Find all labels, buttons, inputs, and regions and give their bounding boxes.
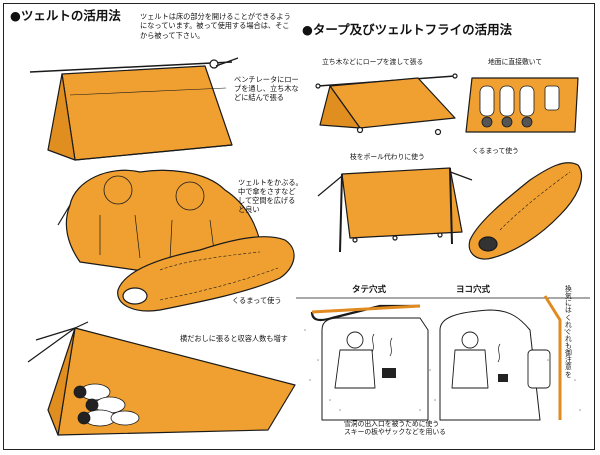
sideways-tent-illustration xyxy=(27,321,296,436)
tarp-wrap-illustration xyxy=(468,162,583,260)
horizontal-hole-label: ヨコ穴式 xyxy=(456,285,491,295)
snow-speckle-pattern xyxy=(304,329,581,411)
vertical-hole-label: タテ穴式 xyxy=(352,285,387,295)
snow-entrance-note: 雪洞の出入口を被うために使う スキーの板やザックなどを用いる xyxy=(344,420,446,437)
trees-note: 立ち木などにロープを渡して張る xyxy=(322,58,424,66)
ventilation-warning: 換気にはくれぐれも御注意を xyxy=(565,285,572,379)
right-wrap-note: くるまって使う xyxy=(472,147,519,155)
wrapped-sleeper-illustration xyxy=(117,236,295,312)
left-wrap-note: くるまって使う xyxy=(232,296,282,305)
left-section-title: ●ツェルトの活用法 xyxy=(10,8,121,23)
left-intro-note: ツェルトは床の部分を開けることができるようになっています。被って使用する場合は、… xyxy=(140,12,291,40)
ground-sheet-illustration xyxy=(465,77,579,133)
ridge-tent-illustration xyxy=(29,57,239,161)
cover-note: ツェルトをかぶる。 中で傘をさすなど して空間を広げる と良い xyxy=(238,178,303,214)
illustration-frame xyxy=(3,3,595,450)
snow-cave-illustration xyxy=(296,295,590,421)
pole-note: 枝をポール代わりに使う xyxy=(350,153,425,161)
sideways-note: 横だおしに張ると収容人数も増す xyxy=(180,334,288,343)
tarp-pole-illustration xyxy=(317,167,473,253)
ventilator-note: ベンチレータにロー プを通し、立ち木な どに結んで張る xyxy=(234,75,299,102)
right-section-title: ●タープ及びツェルトフライの活用法 xyxy=(302,22,513,37)
ground-note: 地面に直接敷いて xyxy=(488,58,543,66)
tarp-rope-illustration xyxy=(315,73,458,136)
